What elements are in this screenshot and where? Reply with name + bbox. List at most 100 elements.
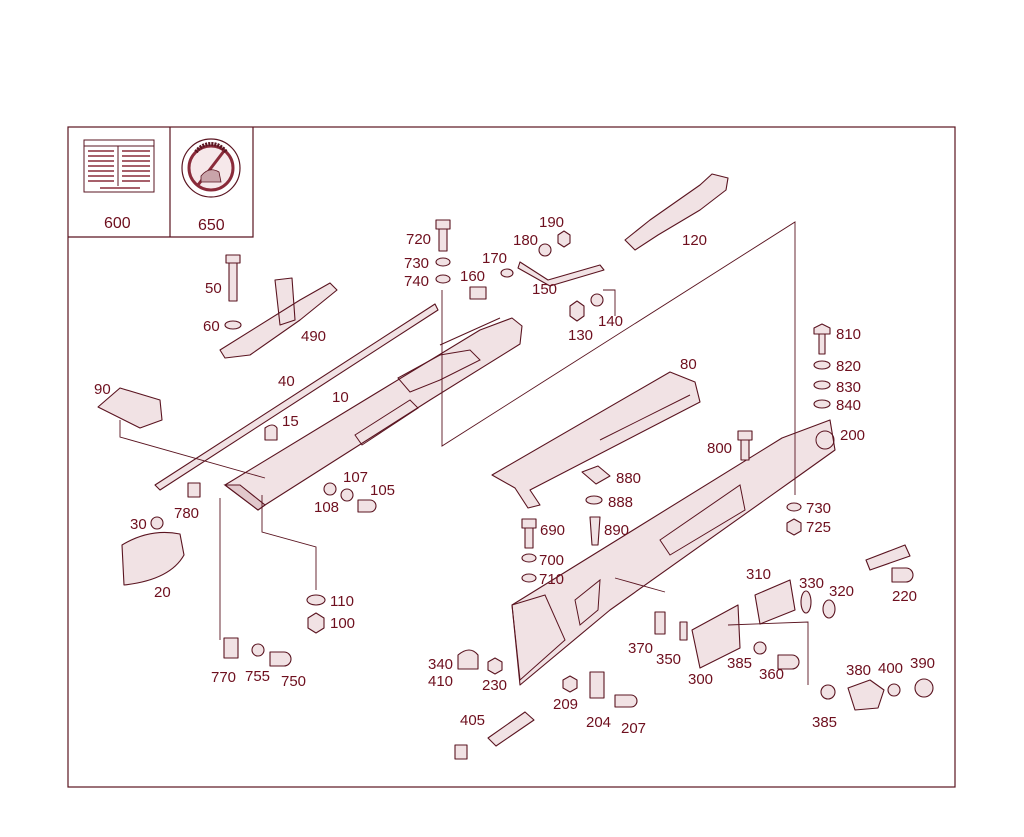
callout-200: 200: [840, 427, 865, 444]
callout-360: 360: [759, 666, 784, 683]
diagram-frame: [67, 126, 956, 788]
airbag-warning-sticker-650: [181, 138, 241, 198]
grab-handle-120: [624, 173, 729, 251]
lower-panel-200: [511, 419, 836, 686]
washer-830: [813, 380, 831, 390]
washer-820: [813, 360, 831, 370]
bolt-50: [225, 254, 241, 302]
callout-60: 60: [203, 318, 220, 335]
nut-209: [562, 675, 578, 693]
callout-840: 840: [836, 397, 861, 414]
dashboard-carrier-10: [223, 317, 523, 511]
washer-170: [500, 268, 514, 278]
callout-100: 100: [330, 615, 355, 632]
callout-780: 780: [174, 505, 199, 522]
washer-385-left: [753, 641, 767, 655]
cover-300: [691, 604, 741, 669]
nut-888: [585, 495, 603, 505]
label-sticker-600: [83, 139, 155, 193]
callout-220: 220: [892, 588, 917, 605]
callout-204: 204: [586, 714, 611, 731]
callout-330: 330: [799, 575, 824, 592]
trim-strip-40: [154, 303, 439, 491]
callout-170: 170: [482, 250, 507, 267]
lock-cylinder-380: [847, 679, 885, 711]
screw-160: [469, 286, 487, 300]
nut-30: [150, 516, 164, 530]
clip-880: [581, 465, 611, 485]
callout-690: 690: [540, 522, 565, 539]
callout-40: 40: [278, 373, 295, 390]
callout-120: 120: [682, 232, 707, 249]
callout-720: 720: [406, 231, 431, 248]
callout-405: 405: [460, 712, 485, 729]
screw-810: [813, 323, 831, 355]
callout-410: 410: [428, 673, 453, 690]
clip-350: [679, 621, 688, 641]
callout-725: 725: [806, 519, 831, 536]
hose-clip-405: [454, 744, 468, 760]
callout-15: 15: [282, 413, 299, 430]
washer-385-right: [820, 684, 836, 700]
washer-107: [340, 488, 354, 502]
nut-230: [487, 657, 503, 675]
callout-888: 888: [608, 494, 633, 511]
bracket-490: [219, 277, 338, 359]
nut-190: [557, 230, 571, 248]
bolt-800: [737, 430, 753, 461]
plug-340-410: [457, 649, 479, 670]
washer-730-top: [435, 257, 451, 267]
label-600: 600: [104, 215, 131, 232]
nut-130: [569, 300, 585, 322]
callout-180: 180: [513, 232, 538, 249]
callout-labels: 10 15 20 30 40 50 60 80 90 100 105 107 1…: [94, 214, 935, 737]
callout-10: 10: [332, 389, 349, 406]
screw-360: [777, 654, 800, 670]
callout-230: 230: [482, 677, 507, 694]
ring-330: [800, 590, 812, 614]
bracket-220: [865, 544, 911, 571]
inset-box-outline: [68, 127, 254, 238]
washer-400: [887, 683, 901, 697]
clip-780: [187, 482, 201, 498]
bracket-770: [223, 637, 239, 659]
screw-750: [269, 651, 292, 667]
washer-60: [224, 320, 242, 330]
callout-740: 740: [404, 273, 429, 290]
callout-190: 190: [539, 214, 564, 231]
callout-310: 310: [746, 566, 771, 583]
callout-110: 110: [330, 593, 354, 610]
screw-105: [357, 499, 377, 513]
washer-710: [521, 573, 537, 583]
callout-710: 710: [539, 571, 564, 588]
washer-700: [521, 553, 537, 563]
hose-405: [487, 711, 535, 747]
callout-770: 770: [211, 669, 236, 686]
callout-350: 350: [656, 651, 681, 668]
callout-800: 800: [707, 440, 732, 457]
nut-100: [307, 612, 325, 634]
washer-180: [538, 243, 552, 257]
callout-390: 390: [910, 655, 935, 672]
callout-830: 830: [836, 379, 861, 396]
glovebox-lid-80: [491, 371, 701, 509]
callout-140: 140: [598, 313, 623, 330]
cover-90: [97, 387, 163, 429]
callout-810: 810: [836, 326, 861, 343]
callout-105: 105: [370, 482, 395, 499]
callout-130: 130: [568, 327, 593, 344]
bolt-690: [521, 518, 537, 549]
callout-160: 160: [460, 268, 485, 285]
screw-220: [891, 567, 914, 583]
clip-370: [654, 611, 666, 635]
callout-209: 209: [553, 696, 578, 713]
clip-15: [264, 424, 278, 441]
callout-385a: 385: [727, 655, 752, 672]
rod-150: [517, 261, 605, 287]
screw-890: [589, 516, 601, 546]
lock-washer-755: [251, 643, 265, 657]
callout-20: 20: [154, 584, 171, 601]
washer-740: [435, 274, 451, 284]
callout-400: 400: [878, 660, 903, 677]
callout-50: 50: [205, 280, 222, 297]
